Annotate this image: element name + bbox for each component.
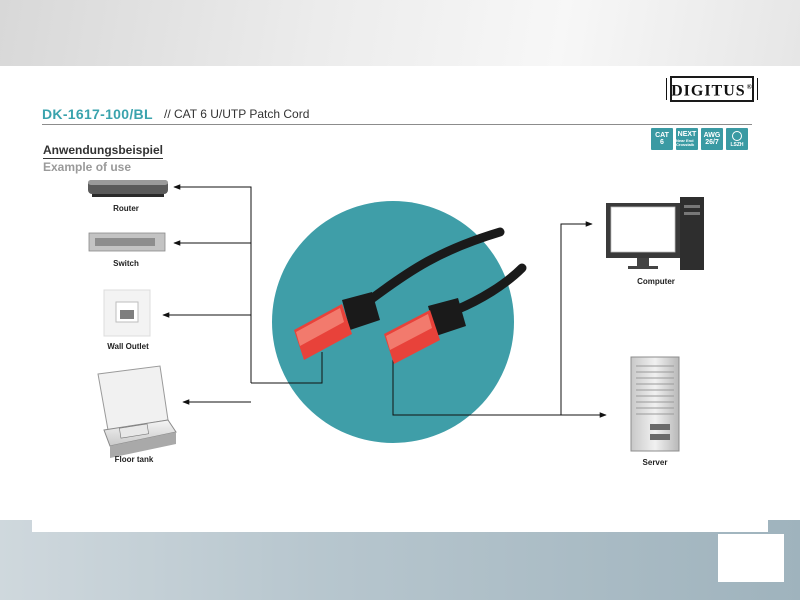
background-bottom <box>0 520 800 600</box>
badge-line1: NEXT <box>677 131 697 138</box>
product-description: // CAT 6 U/UTP Patch Cord <box>164 107 310 121</box>
brand-name: DIGITUS <box>671 82 746 100</box>
awg-badge: AWG 26/7 <box>701 128 723 150</box>
background-top <box>0 0 800 66</box>
switch-icon <box>88 232 166 252</box>
line-from-cable-right <box>392 352 561 416</box>
connector-left <box>294 292 380 360</box>
cat6-badge: CAT 6 <box>651 128 673 150</box>
next-badge: NEXT Near End Crosstalk <box>676 128 698 150</box>
product-header: DK-1617-100/BL // CAT 6 U/UTP Patch Cord <box>42 106 752 125</box>
router-icon <box>88 180 168 197</box>
floor-tank-icon <box>97 365 177 458</box>
floor-tank-label: Floor tank <box>114 455 154 464</box>
left-connections <box>162 184 323 405</box>
badge-line2: 26/7 <box>705 139 719 146</box>
right-connections <box>392 221 607 418</box>
line-to-computer <box>560 221 593 415</box>
patch-cable-icon <box>294 227 527 364</box>
router-label: Router <box>113 204 139 213</box>
badge-line2: LSZH <box>730 141 744 148</box>
wall-outlet-label: Wall Outlet <box>107 342 149 351</box>
computer-label: Computer <box>637 277 675 286</box>
lszh-badge: LSZH <box>726 128 748 150</box>
product-code: DK-1617-100/BL <box>42 106 153 122</box>
switch-label: Switch <box>113 259 139 268</box>
background-circle <box>272 201 514 443</box>
badge-line2: Near End Crosstalk <box>676 138 695 147</box>
corner-block <box>718 534 784 582</box>
section-title-de: Anwendungsbeispiel <box>43 143 164 159</box>
section-title-en: Example of use <box>43 160 132 174</box>
line-to-router <box>173 184 252 383</box>
server-label: Server <box>642 458 668 467</box>
wall-outlet-icon <box>103 289 151 337</box>
badge-line2: 6 <box>660 139 664 146</box>
badge-line1: AWG <box>703 132 721 139</box>
connector-right <box>384 298 466 364</box>
lszh-icon <box>732 130 742 141</box>
computer-icon <box>606 197 704 270</box>
brand-mark: ® <box>746 82 753 91</box>
brand-logo: DIGITUS® <box>666 76 758 102</box>
line-from-cable-left <box>251 352 323 384</box>
spec-badges: CAT 6 NEXT Near End Crosstalk AWG 26/7 L… <box>651 128 748 150</box>
badge-line1: CAT <box>655 132 669 139</box>
server-icon <box>630 356 680 452</box>
